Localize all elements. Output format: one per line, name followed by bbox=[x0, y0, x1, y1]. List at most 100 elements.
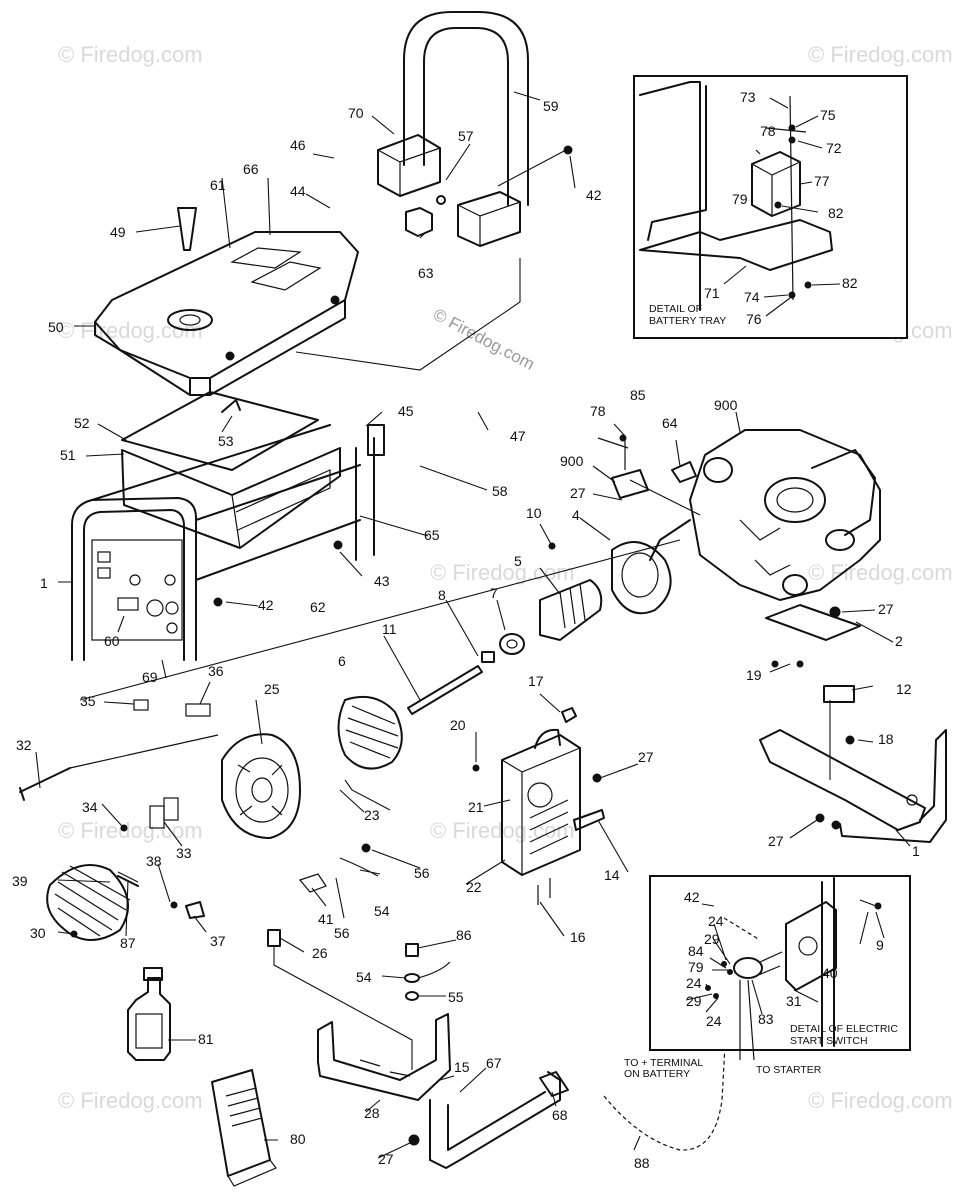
wiring-notes: TO + TERMINAL ON BATTERY TO STARTER bbox=[624, 1057, 822, 1080]
frame-right bbox=[759, 604, 947, 843]
callouts-tank: 46 44 66 61 49 50 52 53 51 45 47 58 65 4… bbox=[40, 137, 526, 685]
callout: 78 bbox=[590, 403, 606, 419]
start-switch-detail-inset: DETAIL OF ELECTRIC START SWITCH bbox=[649, 875, 911, 1061]
callout: 19 bbox=[746, 667, 762, 683]
callout: 65 bbox=[424, 527, 440, 543]
callout: 62 bbox=[310, 599, 326, 615]
callout: 83 bbox=[758, 1011, 774, 1027]
callouts-switch-inset: 42 24 29 84 79 24 29 24 83 31 40 9 bbox=[684, 889, 884, 1029]
to-battery-note-2: ON BATTERY bbox=[624, 1068, 690, 1080]
callouts-base: 81 80 28 15 67 68 27 88 bbox=[198, 1031, 650, 1171]
callout: 21 bbox=[468, 799, 484, 815]
callout: 30 bbox=[30, 925, 46, 941]
callout: 78 bbox=[760, 123, 776, 139]
frame bbox=[71, 424, 385, 661]
callout: 68 bbox=[552, 1107, 568, 1123]
callout: 41 bbox=[318, 911, 334, 927]
callout: 43 bbox=[374, 573, 390, 589]
callout: 73 bbox=[740, 89, 756, 105]
callouts-engine: 900 78 85 64 900 27 10 4 5 7 8 11 27 2 1… bbox=[382, 387, 920, 859]
callouts-battery-inset: 73 75 78 72 77 79 82 82 74 71 76 bbox=[704, 89, 858, 327]
watermark: © Firedog.com bbox=[430, 560, 575, 585]
callout: 18 bbox=[878, 731, 894, 747]
callouts-alternator: 6 25 36 35 32 34 33 23 17 20 21 27 14 22… bbox=[12, 653, 654, 1005]
callout: 85 bbox=[630, 387, 646, 403]
callout: 9 bbox=[876, 937, 884, 953]
callout: 28 bbox=[364, 1105, 380, 1121]
callout: 82 bbox=[828, 205, 844, 221]
callout: 64 bbox=[662, 415, 678, 431]
callout: 27 bbox=[768, 833, 784, 849]
callout: 7 bbox=[490, 585, 498, 601]
callouts-handle: 70 59 57 42 63 bbox=[348, 98, 602, 281]
callout: 12 bbox=[896, 681, 912, 697]
callout: 75 bbox=[820, 107, 836, 123]
inset-switch-title-1: DETAIL OF ELECTRIC bbox=[790, 1023, 898, 1035]
callout: 27 bbox=[638, 749, 654, 765]
callout: 42 bbox=[684, 889, 700, 905]
watermark: © Firedog.com bbox=[808, 560, 953, 585]
callout: 80 bbox=[290, 1131, 306, 1147]
watermark: © Firedog.com bbox=[808, 42, 953, 67]
callout: 54 bbox=[356, 969, 372, 985]
callout: 76 bbox=[746, 311, 762, 327]
callout: 87 bbox=[120, 935, 136, 951]
inset-switch-title-2: START SWITCH bbox=[790, 1035, 868, 1047]
callout: 61 bbox=[210, 177, 226, 193]
engine bbox=[597, 429, 881, 601]
watermark: © Firedog.com bbox=[808, 1088, 953, 1113]
callout: 27 bbox=[570, 485, 586, 501]
callout: 46 bbox=[290, 137, 306, 153]
callout: 33 bbox=[176, 845, 192, 861]
inset-battery-title-1: DETAIL OF bbox=[649, 303, 702, 315]
inset-battery-title-2: BATTERY TRAY bbox=[649, 315, 726, 327]
callout: 24 bbox=[706, 1013, 722, 1029]
callout: 36 bbox=[208, 663, 224, 679]
callout: 900 bbox=[560, 453, 584, 469]
callout: 45 bbox=[398, 403, 414, 419]
base-frame bbox=[317, 1013, 569, 1169]
callout: 63 bbox=[418, 265, 434, 281]
callout: 29 bbox=[686, 993, 702, 1009]
callout: 6 bbox=[338, 653, 346, 669]
callout: 70 bbox=[348, 105, 364, 121]
wiring-parts bbox=[267, 843, 451, 1070]
callout: 4 bbox=[572, 507, 580, 523]
callout: 17 bbox=[528, 673, 544, 689]
callout: 51 bbox=[60, 447, 76, 463]
callout: 74 bbox=[744, 289, 760, 305]
callout: 32 bbox=[16, 737, 32, 753]
callout: 86 bbox=[456, 927, 472, 943]
callout: 84 bbox=[688, 943, 704, 959]
callout: 39 bbox=[12, 873, 28, 889]
callout: 60 bbox=[104, 633, 120, 649]
rotor-assembly bbox=[79, 539, 681, 715]
callout: 26 bbox=[312, 945, 328, 961]
fuel-tank bbox=[94, 207, 359, 396]
callout: 71 bbox=[704, 285, 720, 301]
callout: 31 bbox=[786, 993, 802, 1009]
stator-assembly bbox=[19, 696, 403, 839]
callout: 59 bbox=[543, 98, 559, 114]
fan-guard bbox=[46, 864, 205, 941]
callout: 27 bbox=[378, 1151, 394, 1167]
callout: 67 bbox=[486, 1055, 502, 1071]
callout: 55 bbox=[448, 989, 464, 1005]
callout: 57 bbox=[458, 128, 474, 144]
callout: 77 bbox=[814, 173, 830, 189]
callout: 79 bbox=[732, 191, 748, 207]
callout: 8 bbox=[438, 587, 446, 603]
callout: 900 bbox=[714, 397, 738, 413]
watermark: © Firedog.com bbox=[58, 42, 203, 67]
callout: 14 bbox=[604, 867, 620, 883]
callout: 23 bbox=[364, 807, 380, 823]
callout: 27 bbox=[878, 601, 894, 617]
to-starter-note: TO STARTER bbox=[756, 1064, 822, 1076]
callout: 88 bbox=[634, 1155, 650, 1171]
callout: 50 bbox=[48, 319, 64, 335]
callout: 37 bbox=[210, 933, 226, 949]
callout: 56 bbox=[414, 865, 430, 881]
watermark: © Firedog.com bbox=[58, 818, 203, 843]
callout: 82 bbox=[842, 275, 858, 291]
